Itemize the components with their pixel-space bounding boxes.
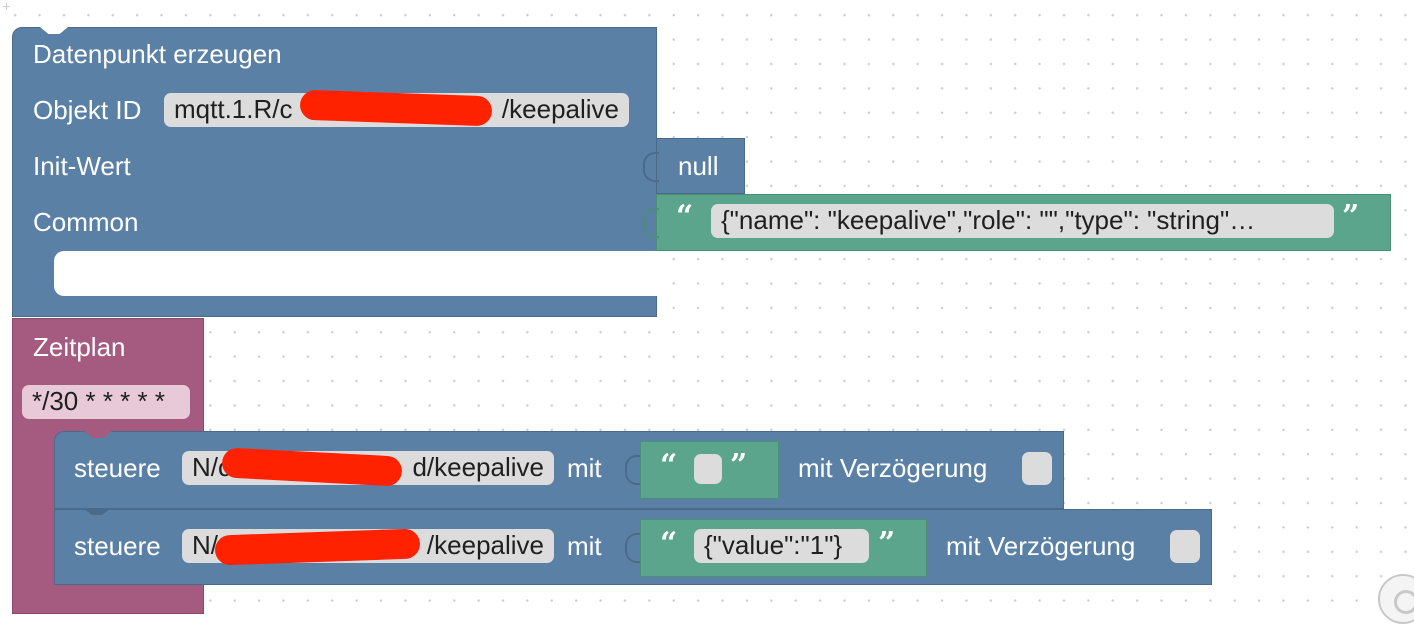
control-delay-checkbox-2[interactable] xyxy=(1170,530,1200,563)
input-connector xyxy=(625,533,641,563)
control-delay-checkbox-1[interactable] xyxy=(1022,452,1052,485)
close-quote-icon: ” xyxy=(730,448,748,483)
control-value-field-2[interactable]: {"value":"1"} xyxy=(694,529,869,563)
close-quote-icon: ” xyxy=(878,526,896,561)
control-with-label-2: mit xyxy=(567,531,602,561)
open-quote-icon: “ xyxy=(660,448,678,483)
init-value-label: Init-Wert xyxy=(33,151,131,181)
control-target-suffix-1: d/keepalive xyxy=(412,452,544,482)
close-quote-icon: ” xyxy=(1342,199,1360,234)
open-quote-icon: “ xyxy=(676,199,694,234)
null-value-block[interactable] xyxy=(656,138,745,194)
control-target-suffix-2: /keepalive xyxy=(426,530,544,560)
input-connector xyxy=(625,455,641,485)
input-connector xyxy=(643,152,659,182)
create-datapoint-statement-slot[interactable] xyxy=(54,251,658,296)
control-target-prefix-2: N/ xyxy=(192,530,218,560)
object-id-prefix: mqtt.1.R/c xyxy=(174,94,293,124)
control-delay-label-2: mit Verzögerung xyxy=(946,531,1136,561)
control-with-label-1: mit xyxy=(567,453,602,483)
schedule-title: Zeitplan xyxy=(33,332,126,362)
zoom-reset-icon[interactable] xyxy=(1378,574,1414,624)
schedule-cron-field[interactable]: */30 * * * * * xyxy=(22,385,190,419)
block-notch xyxy=(40,27,68,34)
control-label-2: steuere xyxy=(74,531,161,561)
common-json-field[interactable]: {"name": "keepalive","role": "","type": … xyxy=(711,204,1334,238)
block-notch xyxy=(84,431,112,438)
common-label: Common xyxy=(33,207,139,237)
object-id-suffix: /keepalive xyxy=(501,94,619,124)
null-value-text: null xyxy=(678,151,719,181)
create-datapoint-title: Datenpunkt erzeugen xyxy=(33,39,282,69)
open-quote-icon: “ xyxy=(660,526,678,561)
object-id-label: Objekt ID xyxy=(33,95,142,125)
block-notch xyxy=(84,509,110,515)
control-value-field-1[interactable] xyxy=(694,454,722,484)
control-label-1: steuere xyxy=(74,453,161,483)
input-connector xyxy=(643,208,659,238)
control-delay-label-1: mit Verzögerung xyxy=(798,453,988,483)
